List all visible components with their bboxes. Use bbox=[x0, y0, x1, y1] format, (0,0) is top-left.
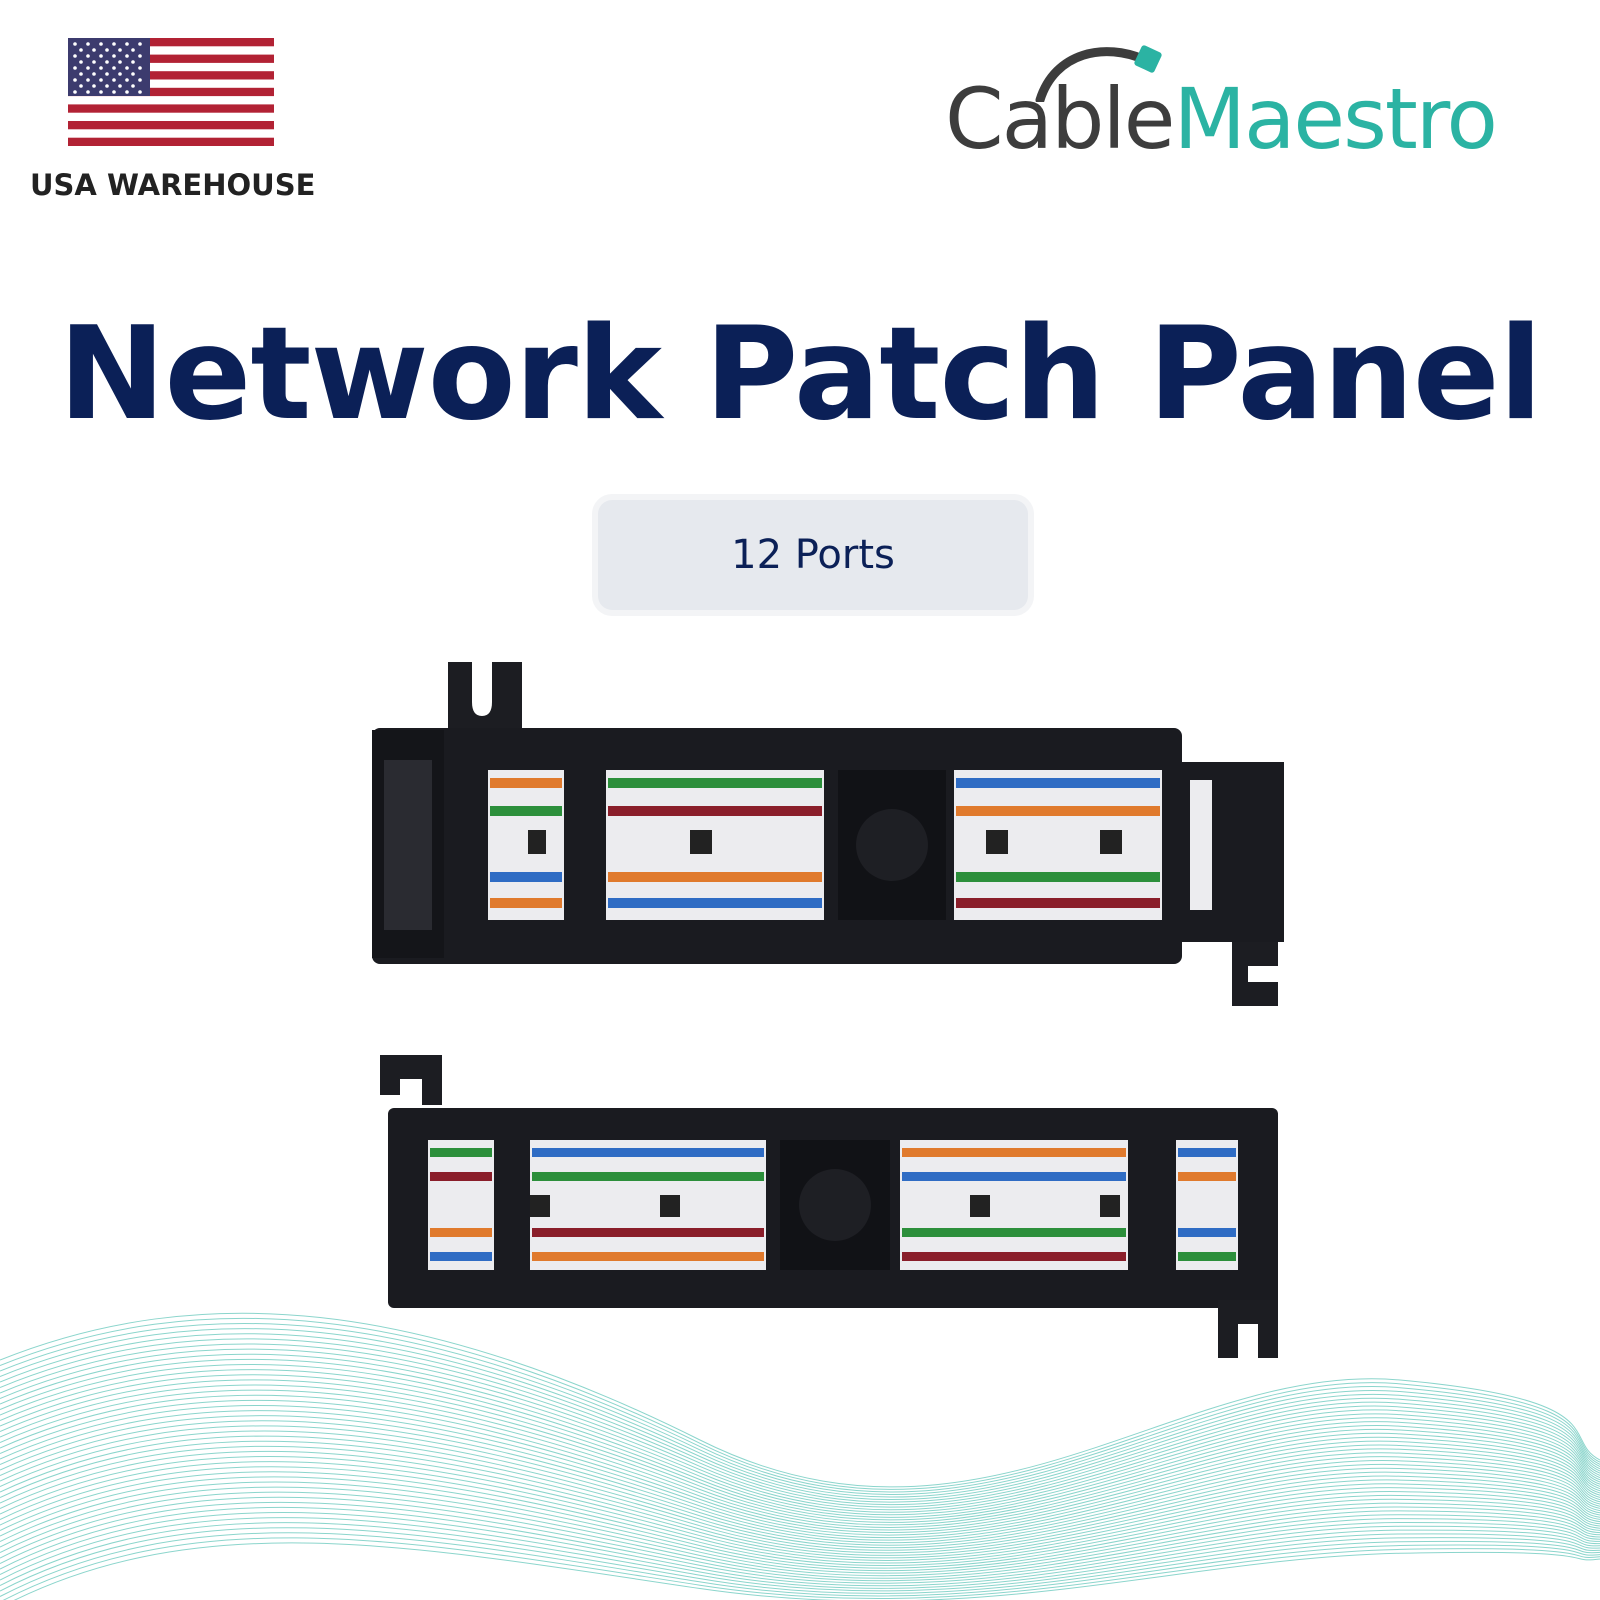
wave-line bbox=[0, 1369, 1600, 1516]
wave-line bbox=[0, 1501, 1600, 1582]
brand-name-part1: Cable bbox=[945, 70, 1175, 168]
wave-line bbox=[0, 1532, 1600, 1597]
wave-line bbox=[0, 1476, 1600, 1569]
logo-cable-arc bbox=[1035, 45, 1162, 102]
wave-line bbox=[13, 1542, 1600, 1600]
wave-decoration bbox=[0, 1312, 1600, 1600]
wave-line bbox=[0, 1527, 1600, 1594]
wave-line bbox=[0, 1450, 1600, 1556]
wave-line bbox=[0, 1353, 1600, 1508]
wave-line bbox=[0, 1328, 1600, 1496]
wave-line bbox=[0, 1445, 1600, 1554]
wave-line bbox=[0, 1420, 1600, 1541]
ports-badge-label: 12 Ports bbox=[731, 532, 895, 578]
brand-name-part2: Maestro bbox=[1173, 70, 1497, 168]
wave-line bbox=[0, 1317, 1600, 1490]
wave-line bbox=[0, 1506, 1600, 1584]
wave-line bbox=[0, 1312, 1600, 1488]
wave-line bbox=[2, 1537, 1600, 1600]
cablemaestro-logo-icon: CableMaestro bbox=[945, 42, 1545, 172]
wave-line bbox=[0, 1322, 1600, 1493]
wave-line bbox=[0, 1425, 1600, 1544]
patch-panel-top-view bbox=[372, 662, 1284, 1006]
wave-line bbox=[0, 1522, 1600, 1592]
wave-line bbox=[0, 1389, 1600, 1526]
wave-line bbox=[0, 1410, 1600, 1536]
wave-line bbox=[0, 1384, 1600, 1523]
wave-line bbox=[0, 1481, 1600, 1572]
patch-panel-bottom-view bbox=[380, 1055, 1278, 1358]
warehouse-label: USA WAREHOUSE bbox=[30, 168, 316, 202]
wave-line bbox=[0, 1517, 1600, 1589]
ports-badge: 12 Ports bbox=[598, 500, 1028, 610]
wave-line bbox=[0, 1364, 1600, 1513]
wave-line bbox=[0, 1440, 1600, 1551]
page-title: Network Patch Panel bbox=[58, 300, 1542, 449]
wave-line bbox=[0, 1512, 1600, 1587]
wave-line bbox=[0, 1456, 1600, 1559]
wave-line bbox=[0, 1358, 1600, 1511]
wave-line bbox=[0, 1374, 1600, 1518]
wave-line bbox=[0, 1343, 1600, 1503]
wave-line bbox=[0, 1486, 1600, 1574]
wave-line bbox=[0, 1435, 1600, 1549]
wave-line bbox=[0, 1471, 1600, 1566]
wave-line bbox=[0, 1491, 1600, 1577]
wave-line bbox=[0, 1461, 1600, 1561]
wave-line bbox=[0, 1466, 1600, 1564]
wave-line bbox=[0, 1415, 1600, 1539]
wave-line bbox=[0, 1496, 1600, 1579]
wave-line bbox=[0, 1333, 1600, 1498]
us-flag-icon bbox=[68, 38, 274, 146]
brand-name: CableMaestro bbox=[945, 70, 1498, 168]
wave-line bbox=[0, 1399, 1600, 1531]
wave-line bbox=[0, 1379, 1600, 1521]
wave-line bbox=[0, 1338, 1600, 1501]
wave-line bbox=[0, 1405, 1600, 1534]
wave-line bbox=[0, 1394, 1600, 1528]
wave-line bbox=[0, 1348, 1600, 1506]
wave-line bbox=[0, 1430, 1600, 1546]
